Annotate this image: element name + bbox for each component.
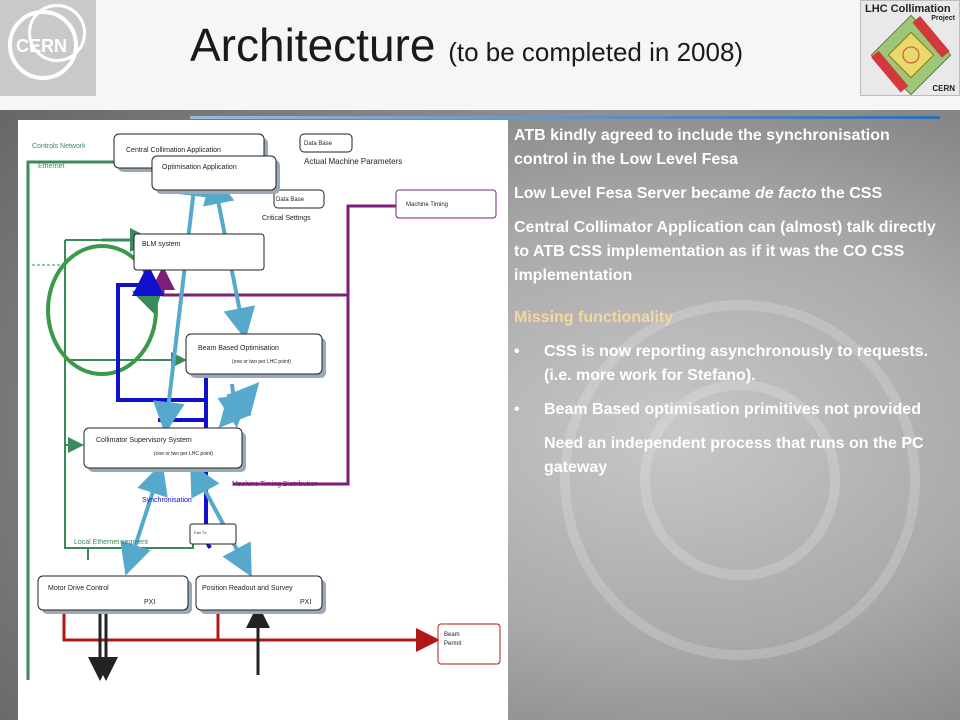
ethernet-label: Ethernet — [38, 163, 65, 170]
lhc-logo-line1: LHC Collimation — [865, 3, 951, 15]
title-subtitle: (to be completed in 2008) — [448, 37, 744, 67]
architecture-diagram: Controls Network Ethernet Local Ethernet… — [18, 120, 508, 720]
database-mid-label: Data Base — [276, 197, 305, 203]
blm-label: BLM system — [142, 241, 181, 248]
central-collimation-label: Central Collimation Application — [126, 147, 221, 154]
small-device-box: Fan Tx — [189, 523, 237, 545]
bbo-title: Beam Based Optimisation — [198, 345, 279, 352]
critical-settings-label: Critical Settings — [262, 215, 311, 222]
beam-permit-line2: Permit — [444, 641, 462, 647]
css-title: Collimator Supervisory System — [96, 437, 192, 444]
fesa-post: the CSS — [816, 185, 883, 202]
machine-timing-box: Machine Timing — [395, 189, 497, 219]
motor-drive-sub: PXI — [144, 599, 155, 606]
lhc-collimation-logo: LHC Collimation Project CERN — [860, 0, 960, 96]
blm-box: BLM system — [133, 233, 265, 271]
beam-permit-line1: Beam — [444, 632, 460, 638]
blue-links — [116, 264, 212, 549]
cern-logo-text: CERN — [16, 36, 68, 56]
bbo-subtitle: (one or two per LHC point) — [232, 359, 291, 365]
background-ring — [560, 300, 920, 660]
paragraph-fesa: Low Level Fesa Server became de facto th… — [514, 182, 944, 206]
database-top-label: Data Base — [304, 141, 333, 147]
actual-machine-parameters-label: Actual Machine Parameters — [304, 157, 402, 166]
beam-permit-box: Beam Permit — [437, 623, 501, 665]
paragraph-gateway: Need an independent process that runs on… — [544, 435, 924, 476]
machine-timing-distribution-label: Machine Timing Distribution — [232, 481, 318, 488]
motor-drive-title: Motor Drive Control — [48, 585, 109, 592]
lhc-logo-line2: Project — [931, 15, 955, 22]
machine-timing-label: Machine Timing — [406, 202, 448, 208]
css-subtitle: (one or two per LHC point) — [154, 451, 213, 457]
lhc-logo-line3: CERN — [932, 84, 955, 93]
title-main: Architecture — [190, 19, 436, 71]
database-mid: Data Base — [273, 189, 325, 209]
cern-logo: CERN — [0, 0, 96, 96]
page-title: Architecture (to be completed in 2008) — [190, 18, 743, 72]
optimisation-label: Optimisation Application — [162, 164, 237, 171]
position-readout-box: Position Readout and Survey PXI — [195, 575, 326, 614]
local-ethernet-label: Local Ethernet segment — [74, 539, 148, 546]
controls-network-label: Controls Network — [32, 143, 86, 150]
bullet-item: Beam Based optimisation primitives not p… — [514, 398, 944, 422]
motor-drive-box: Motor Drive Control PXI — [37, 575, 192, 614]
title-divider — [190, 116, 940, 119]
small-device-label: Fan Tx — [194, 530, 206, 535]
css-box: Collimator Supervisory System (one or tw… — [83, 427, 246, 472]
paragraph-central: Central Collimator Application can (almo… — [514, 219, 936, 284]
fesa-pre: Low Level Fesa Server became — [514, 185, 756, 202]
paragraph-atb: ATB kindly agreed to include the synchro… — [514, 127, 890, 168]
position-readout-sub: PXI — [300, 599, 311, 606]
header: CERN Architecture (to be completed in 20… — [0, 0, 960, 110]
fesa-emphasis: de facto — [755, 185, 817, 202]
collimator-icon — [870, 14, 952, 96]
bullet-item: CSS is now reporting asynchronously to r… — [514, 340, 944, 388]
synchronisation-label: Synchronisation — [142, 497, 192, 504]
missing-functionality-title: Missing functionality — [514, 309, 674, 326]
database-top: Data Base — [299, 133, 353, 153]
bbo-box: Beam Based Optimisation (one or two per … — [185, 333, 326, 378]
text-panel: ATB kindly agreed to include the synchro… — [514, 124, 944, 490]
hardware-arrows — [88, 604, 270, 681]
optimisation-box: Optimisation Application — [151, 155, 280, 194]
position-readout-title: Position Readout and Survey — [202, 585, 293, 592]
